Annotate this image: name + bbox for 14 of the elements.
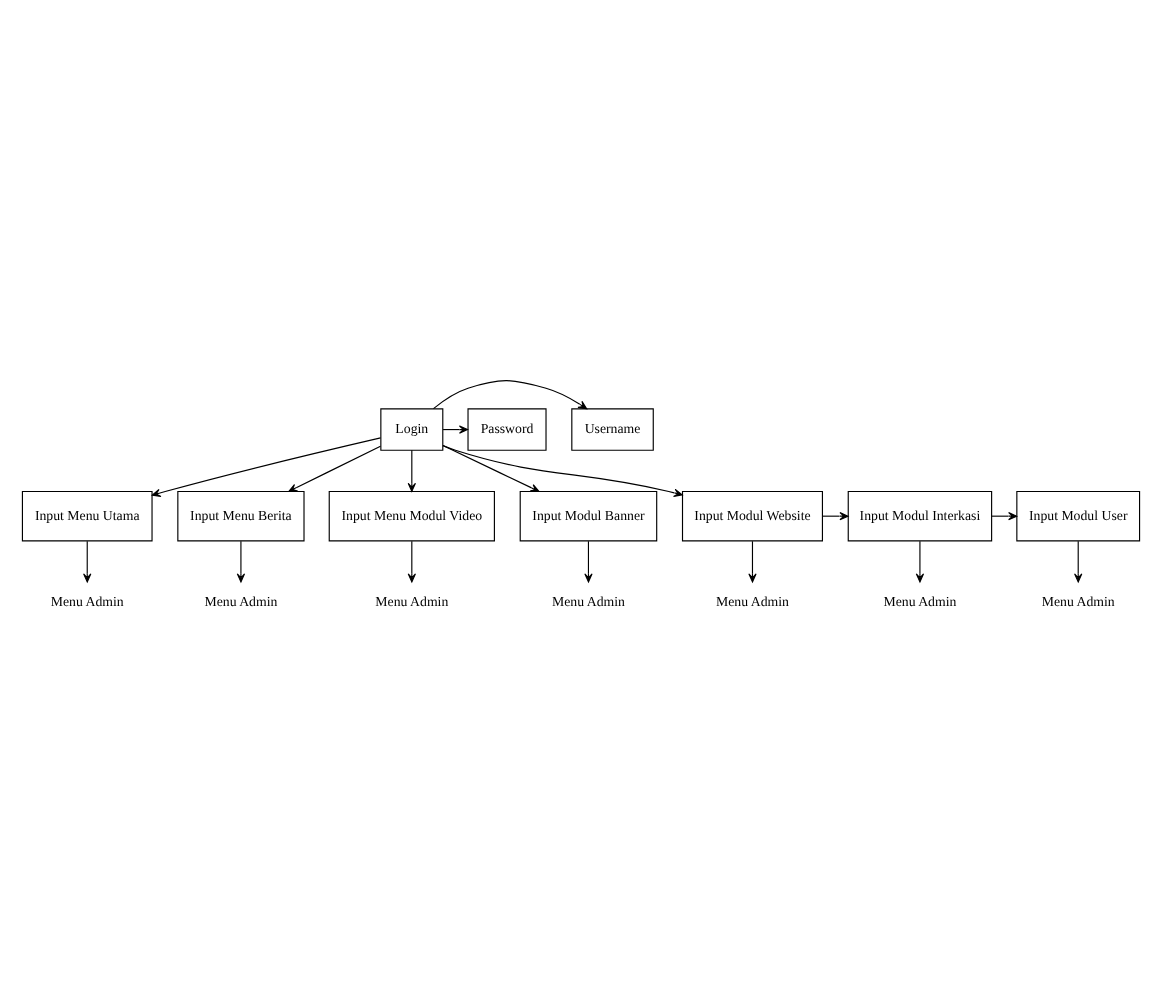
arrow	[432, 380, 588, 410]
arrow	[151, 437, 382, 497]
arrow	[288, 445, 382, 492]
arrow	[748, 540, 757, 583]
arrow	[236, 540, 246, 583]
arrow	[584, 540, 593, 583]
arrow	[407, 449, 416, 492]
arrow	[442, 445, 683, 497]
arrow	[83, 540, 92, 583]
arrow	[407, 540, 416, 583]
arrow	[821, 512, 849, 521]
arrow	[442, 445, 540, 492]
arrow	[915, 540, 925, 583]
arrow	[1074, 540, 1083, 583]
